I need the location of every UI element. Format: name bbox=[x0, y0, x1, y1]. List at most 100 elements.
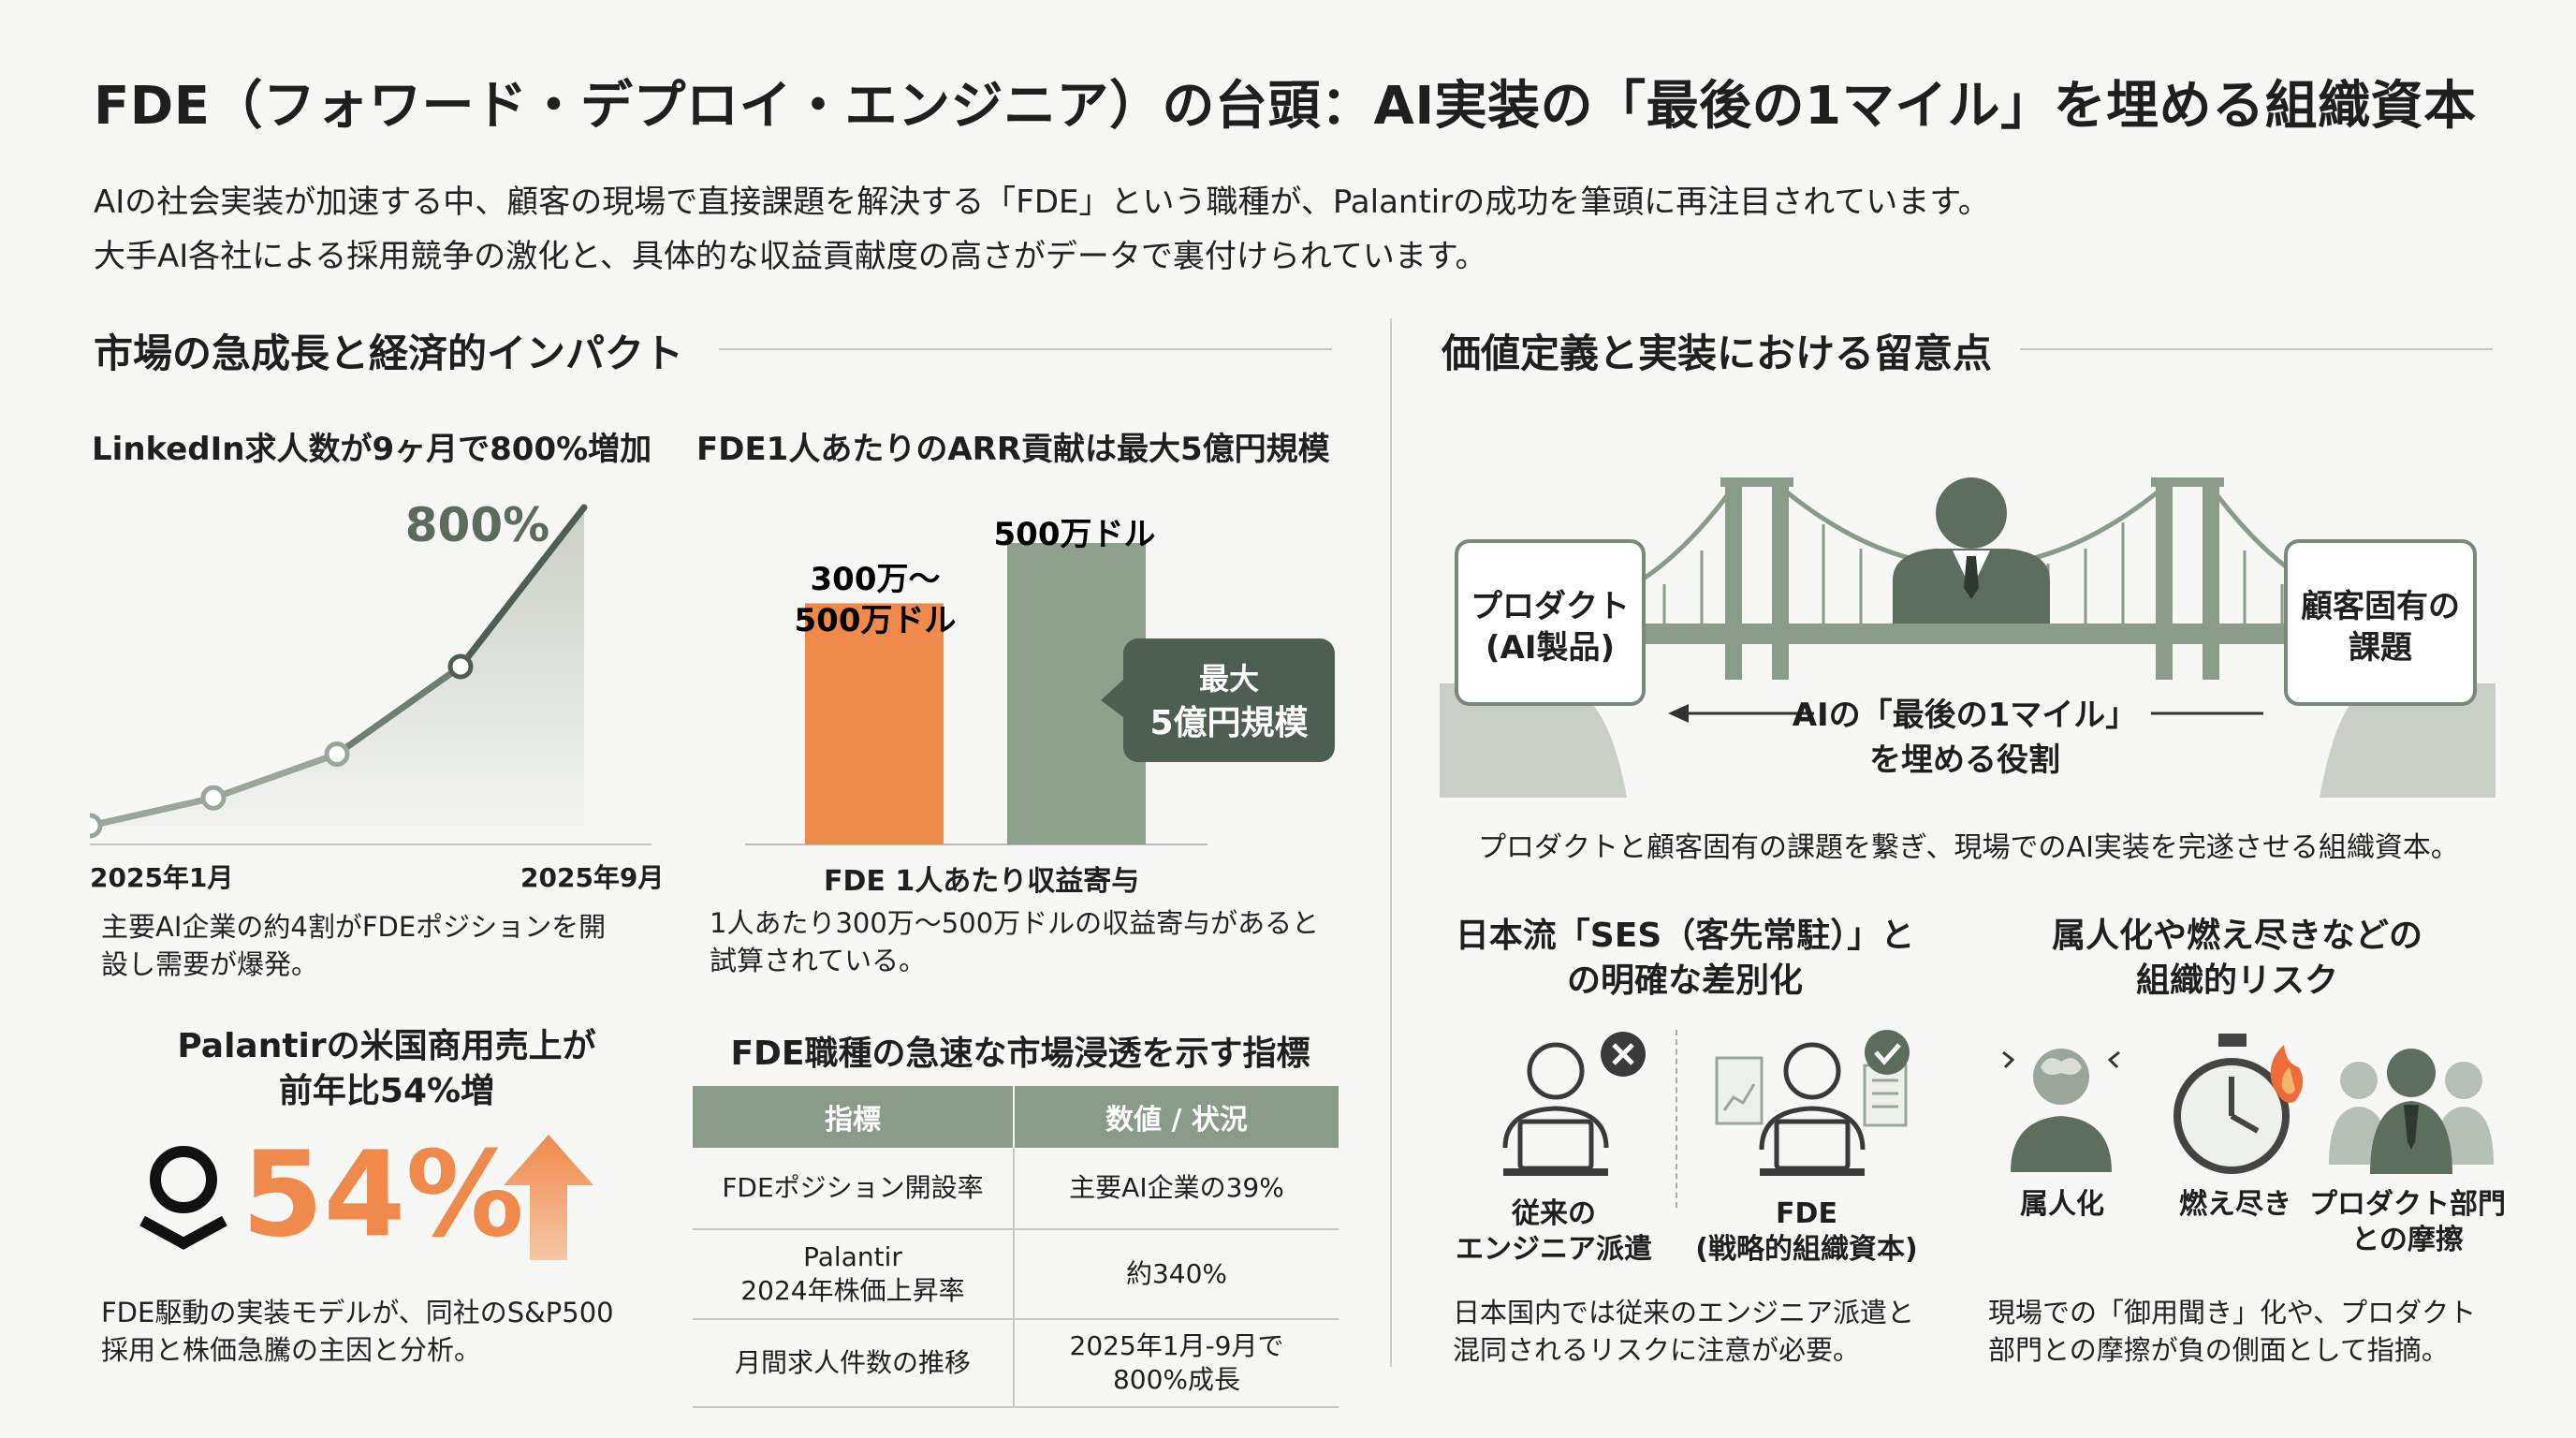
table-cell-value: 主要AI企業の39% bbox=[1014, 1148, 1339, 1230]
traditional-engineer-icon bbox=[1502, 1032, 1646, 1176]
section-title-market: 市場の急成長と経済的インパクト bbox=[94, 330, 684, 376]
palantir-caption-line-2: 採用と株価急騰の主因と分析。 bbox=[101, 1334, 482, 1366]
table-cell-value-line-1: 2025年1月-9月で bbox=[1069, 1330, 1284, 1361]
last-mile-label: AIの「最後の1マイル」 を埋める役割 bbox=[1782, 693, 2147, 783]
linkedin-data-point bbox=[447, 653, 474, 680]
arr-caption-line-2: 試算されている。 bbox=[710, 945, 927, 976]
up-arrow-icon bbox=[504, 1135, 593, 1260]
linkedin-chart-title: LinkedIn求人数が9ヶ月で800%増加 bbox=[92, 431, 652, 468]
arr-callout-line-1: 最大 bbox=[1199, 661, 1259, 697]
ses-title: 日本流「SES（客先常駐）」と の明確な差別化 bbox=[1432, 914, 1938, 1004]
risk-title-line-2: 組織的リスク bbox=[2135, 961, 2338, 1000]
traditional-label-line-1: 従来の bbox=[1512, 1197, 1596, 1230]
linkedin-data-point bbox=[324, 741, 350, 767]
ses-caption-line-1: 日本国内では従来のエンジニア派遣と bbox=[1453, 1297, 1915, 1328]
table-cell-indicator-line-2: 2024年株価上昇率 bbox=[740, 1275, 965, 1306]
table-header-indicator: 指標 bbox=[693, 1086, 1015, 1148]
customer-issue-box-line-1: 顧客固有の bbox=[2301, 588, 2460, 625]
risk-title: 属人化や燃え尽きなどの 組織的リスク bbox=[1975, 914, 2499, 1004]
table-row: FDEポジション開設率 主要AI企業の39% bbox=[693, 1148, 1339, 1230]
linkedin-area-fill bbox=[90, 507, 584, 826]
linkedin-line-segment bbox=[90, 794, 217, 829]
table-cell-indicator: FDEポジション開設率 bbox=[693, 1148, 1015, 1230]
table-cell-value-line-2: 800%成長 bbox=[1112, 1364, 1241, 1395]
ses-caption-line-2: 混同されるリスクに注意が必要。 bbox=[1453, 1334, 1861, 1366]
bridge-deck bbox=[1543, 624, 2404, 644]
arr-chart-title: FDE1人あたりのARR貢献は最大5億円規模 bbox=[696, 431, 1330, 468]
table-header-row: 指標 数値 / 状況 bbox=[693, 1086, 1339, 1148]
palantir-title-line-1: Palantirの米国商用売上が bbox=[177, 1027, 596, 1065]
linkedin-line-segment bbox=[333, 663, 464, 757]
table-row: Palantir 2024年株価上昇率 約340% bbox=[693, 1229, 1339, 1320]
section-rule-left bbox=[719, 348, 1332, 350]
risk-item-friction-line-1: プロダクト部門 bbox=[2309, 1188, 2506, 1221]
customer-issue-box-line-2: 課題 bbox=[2349, 629, 2412, 667]
table-cell-indicator-line-1: Palantir bbox=[803, 1241, 902, 1272]
last-mile-label-line-2: を埋める役割 bbox=[1869, 741, 2060, 779]
ses-divider bbox=[1676, 1030, 1679, 1208]
risk-caption: 現場での「御用聞き」化や、プロダクト 部門との摩擦が負の側面として指摘。 bbox=[1988, 1294, 2512, 1369]
arr-axis-label: FDE 1人あたり収益寄与 bbox=[824, 865, 1140, 898]
linkedin-caption: 主要AI企業の約4割がFDEポジションを開 設し需要が爆発。 bbox=[101, 908, 681, 983]
ses-title-line-2: の明確な差別化 bbox=[1566, 961, 1803, 1000]
palantir-title: Palantirの米国商用売上が 前年比54%増 bbox=[110, 1024, 663, 1114]
arr-callout-line-2: 5億円規模 bbox=[1149, 704, 1308, 742]
product-box-line-1: プロダクト bbox=[1471, 588, 1630, 625]
intro-line-1: AIの社会実装が加速する中、顧客の現場で直接課題を解決する「FDE」という職種が… bbox=[94, 183, 1990, 221]
risk-title-line-1: 属人化や燃え尽きなどの bbox=[2051, 917, 2422, 955]
traditional-label-line-2: エンジニア派遣 bbox=[1456, 1233, 1652, 1266]
linkedin-line-chart: 800% bbox=[90, 498, 651, 845]
burnout-stopwatch-icon bbox=[2174, 1034, 2304, 1174]
team-friction-icon bbox=[2329, 1049, 2494, 1174]
stressed-person-icon bbox=[2002, 1049, 2120, 1172]
palantir-caption: FDE駆動の実装モデルが、同社のS&P500 採用と株価急騰の主因と分析。 bbox=[101, 1294, 681, 1369]
fde-label-line-1: FDE bbox=[1776, 1197, 1837, 1230]
arr-bar-chart: 300万～ 500万ドル 500万ドル 最大 5億円規模 bbox=[745, 516, 1335, 845]
table-cell-value: 2025年1月-9月で 800%成長 bbox=[1014, 1319, 1339, 1408]
indicator-table: 指標 数値 / 状況 FDEポジション開設率 主要AI企業の39% Palant… bbox=[693, 1086, 1339, 1408]
check-icon bbox=[1865, 1030, 1910, 1075]
risk-item-burnout: 燃え尽き bbox=[2179, 1188, 2291, 1221]
section-title-value: 価値定義と実装における留意点 bbox=[1442, 330, 1993, 376]
arr-bar-1 bbox=[805, 603, 944, 844]
fde-label-line-2: (戦略的組織資本) bbox=[1695, 1233, 1918, 1266]
section-rule-right bbox=[2020, 348, 2493, 350]
table-row: 月間求人件数の推移 2025年1月-9月で 800%成長 bbox=[693, 1319, 1339, 1408]
risk-caption-line-2: 部門との摩擦が負の側面として指摘。 bbox=[1988, 1334, 2449, 1366]
linkedin-line-segment bbox=[210, 751, 341, 801]
table-header-value: 数値 / 状況 bbox=[1014, 1086, 1339, 1148]
table-cell-indicator: Palantir 2024年株価上昇率 bbox=[693, 1229, 1015, 1320]
linkedin-caption-line-2: 設し需要が爆発。 bbox=[101, 948, 319, 980]
bridge-arrow-left bbox=[1668, 704, 1814, 723]
product-box: プロダクト (AI製品) bbox=[1455, 539, 1646, 706]
arr-bar-1-label-line-1: 300万～ bbox=[811, 561, 941, 598]
column-divider bbox=[1390, 318, 1392, 1367]
intro-line-2: 大手AI各社による採用競争の激化と、具体的な収益貢献度の高さがデータで裏付けられ… bbox=[94, 238, 1487, 275]
risk-item-friction: プロダクト部門 との摩擦 bbox=[2299, 1187, 2516, 1258]
customer-issue-box: 顧客固有の 課題 bbox=[2284, 539, 2477, 706]
traditional-engineer-label: 従来の エンジニア派遣 bbox=[1442, 1196, 1666, 1268]
bridge-caption: プロダクトと顧客固有の課題を繋ぎ、現場でのAI実装を完遂させる組織資本。 bbox=[1478, 831, 2459, 864]
last-mile-label-line-1: AIの「最後の1マイル」 bbox=[1792, 697, 2138, 734]
linkedin-data-point bbox=[90, 813, 103, 839]
table-cell-indicator: 月間求人件数の推移 bbox=[693, 1319, 1015, 1408]
arr-caption: 1人あたり300万～500万ドルの収益寄与があると 試算されている。 bbox=[710, 904, 1346, 979]
arr-bar-2-label: 500万ドル bbox=[994, 516, 1156, 553]
palantir-title-line-2: 前年比54%増 bbox=[278, 1072, 495, 1110]
ses-title-line-1: 日本流「SES（客先常駐）」と bbox=[1455, 917, 1915, 955]
linkedin-x-end: 2025年9月 bbox=[520, 862, 665, 893]
risk-item-friction-line-2: との摩擦 bbox=[2351, 1224, 2464, 1256]
risk-item-siloing: 属人化 bbox=[2020, 1188, 2104, 1221]
indicator-table-title: FDE職種の急速な市場浸透を示す指標 bbox=[730, 1034, 1310, 1073]
palantir-logo-icon bbox=[139, 1146, 227, 1250]
product-box-line-2: (AI製品) bbox=[1485, 629, 1616, 667]
arr-bar-1-label-line-2: 500万ドル bbox=[795, 602, 957, 639]
ses-caption: 日本国内では従来のエンジニア派遣と 混同されるリスクに注意が必要。 bbox=[1453, 1294, 1958, 1369]
risk-caption-line-1: 現場での「御用聞き」化や、プロダクト bbox=[1988, 1297, 2477, 1328]
palantir-growth-value: 54% bbox=[242, 1125, 524, 1263]
linkedin-data-point bbox=[200, 785, 227, 811]
linkedin-caption-line-1: 主要AI企業の約4割がFDEポジションを開 bbox=[101, 911, 607, 943]
fde-label: FDE (戦略的組織資本) bbox=[1685, 1196, 1928, 1268]
person-icon bbox=[1893, 477, 2050, 624]
arr-callout: 最大 5億円規模 bbox=[1101, 638, 1335, 762]
